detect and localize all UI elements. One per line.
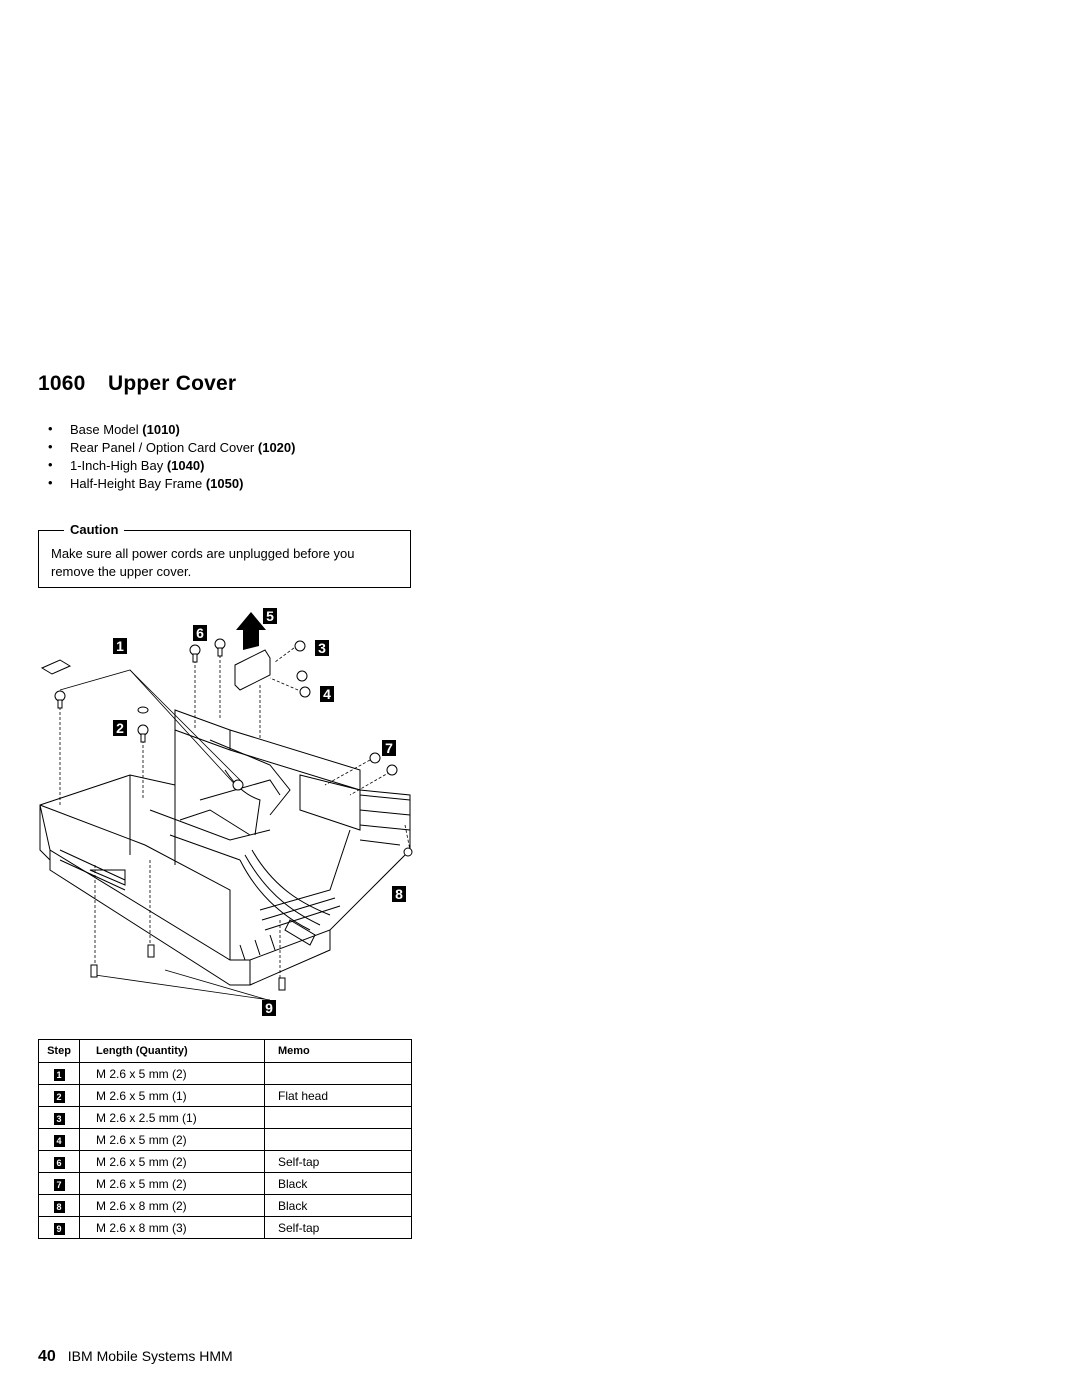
step-number: 9: [53, 1222, 65, 1235]
memo-cell: Self-tap: [264, 1150, 412, 1173]
callout-1: 1: [116, 638, 124, 654]
callout-7: 7: [385, 740, 393, 756]
memo-cell: Flat head: [264, 1084, 412, 1107]
step-number: 4: [53, 1134, 65, 1147]
caution-text: Make sure all power cords are unplugged …: [51, 546, 355, 579]
step-number: 6: [53, 1156, 65, 1169]
step-number: 2: [53, 1090, 65, 1103]
step-number: 3: [53, 1112, 65, 1125]
callout-5: 5: [266, 608, 274, 624]
page-number: 40: [38, 1348, 56, 1365]
memo-cell: [264, 1106, 412, 1129]
prerequisite-text: Base Model: [70, 422, 139, 437]
table-row: 4 M 2.6 x 5 mm (2): [38, 1128, 412, 1151]
prerequisite-item: Rear Panel / Option Card Cover (1020): [48, 438, 296, 457]
header-length: Length (Quantity): [79, 1039, 265, 1063]
footer-text: IBM Mobile Systems HMM: [67, 1348, 233, 1364]
section-heading: 1060 Upper Cover: [38, 372, 236, 396]
prerequisite-item: 1-Inch-High Bay (1040): [48, 456, 295, 475]
section-number: 1060: [38, 372, 86, 395]
length-cell: M 2.6 x 5 mm (1): [79, 1084, 265, 1107]
length-cell: M 2.6 x 8 mm (3): [79, 1216, 265, 1239]
table-header-row: Step Length (Quantity) Memo: [38, 1039, 412, 1063]
callout-8: 8: [395, 886, 403, 902]
callout-4: 4: [323, 686, 331, 702]
callout-9: 9: [265, 1000, 273, 1016]
step-number: 8: [53, 1200, 65, 1213]
page-footer: 40 IBM Mobile Systems HMM: [38, 1348, 233, 1366]
prerequisite-ref: (1040): [166, 458, 205, 473]
prerequisite-item: Base Model (1010): [48, 420, 295, 439]
table-row: 1 M 2.6 x 5 mm (2): [38, 1062, 412, 1085]
length-cell: M 2.6 x 5 mm (2): [79, 1150, 265, 1173]
table-row: 9 M 2.6 x 8 mm (3) Self-tap: [38, 1216, 412, 1239]
step-number: 7: [53, 1178, 65, 1191]
prerequisite-list: Base Model (1010) Rear Panel / Option Ca…: [48, 420, 296, 493]
caution-box: [38, 530, 411, 588]
table-row: 8 M 2.6 x 8 mm (2) Black: [38, 1194, 412, 1217]
table-row: 7 M 2.6 x 5 mm (2) Black: [38, 1172, 412, 1195]
prerequisite-ref: (1020): [257, 440, 296, 455]
prerequisite-ref: (1010): [142, 422, 180, 437]
prerequisite-text: Rear Panel / Option Card Cover: [70, 440, 255, 455]
length-cell: M 2.6 x 5 mm (2): [79, 1062, 265, 1085]
length-cell: M 2.6 x 8 mm (2): [79, 1194, 265, 1217]
prerequisite-text: 1-Inch-High Bay: [70, 458, 164, 473]
callout-2: 2: [116, 720, 124, 736]
length-cell: M 2.6 x 5 mm (2): [79, 1172, 265, 1195]
length-cell: M 2.6 x 5 mm (2): [79, 1128, 265, 1151]
memo-cell: [264, 1062, 412, 1085]
callout-3: 3: [318, 640, 326, 656]
prerequisite-text: Half-Height Bay Frame: [70, 476, 203, 491]
memo-cell: Black: [264, 1194, 412, 1217]
step-number: 1: [53, 1068, 65, 1081]
header-memo: Memo: [264, 1039, 412, 1063]
memo-cell: [264, 1128, 412, 1151]
upper-cover-diagram: 1 2 3 4 5 6 7 8 9: [39, 608, 413, 1016]
header-step: Step: [38, 1039, 80, 1063]
section-title: Upper Cover: [108, 372, 237, 395]
length-cell: M 2.6 x 2.5 mm (1): [79, 1106, 265, 1129]
screw-table: Step Length (Quantity) Memo 1 M 2.6 x 5 …: [38, 1039, 412, 1239]
prerequisite-item: Half-Height Bay Frame (1050): [48, 474, 295, 493]
callout-6: 6: [196, 625, 204, 641]
table-row: 2 M 2.6 x 5 mm (1) Flat head: [38, 1084, 412, 1107]
caution-label: Caution: [64, 522, 125, 537]
prerequisite-ref: (1050): [205, 476, 244, 491]
memo-cell: Self-tap: [264, 1216, 412, 1239]
table-row: 6 M 2.6 x 5 mm (2) Self-tap: [38, 1150, 412, 1173]
table-row: 3 M 2.6 x 2.5 mm (1): [38, 1106, 412, 1129]
memo-cell: Black: [264, 1172, 412, 1195]
